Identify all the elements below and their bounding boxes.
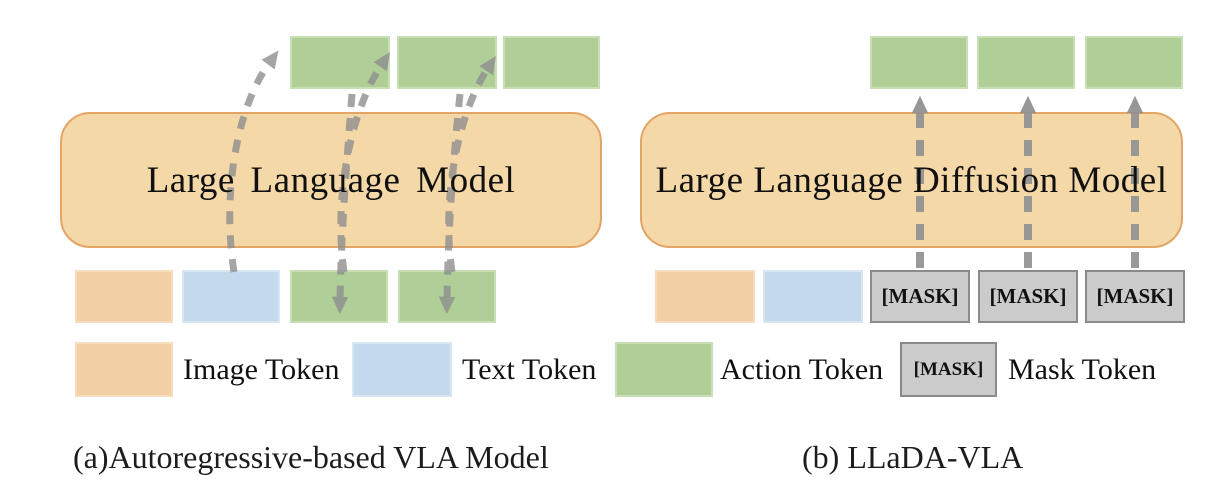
large-language-diffusion-model-box	[640, 112, 1183, 248]
left-output-action-token-3	[503, 36, 600, 89]
caption-autoregressive-vla: (a)Autoregressive-based VLA Model	[73, 439, 549, 475]
mask-token-2-label: [MASK]	[989, 284, 1067, 308]
large-language-model-label: Large Language Model	[146, 159, 516, 201]
legend-swatch-action-token	[615, 342, 713, 397]
legend-swatch-image-token	[75, 342, 173, 397]
legend-label-mask-token: Mask Token	[1008, 353, 1157, 386]
legend-mask-chip-label: [MASK]	[913, 358, 984, 380]
mask-token-2: [MASK]	[978, 270, 1078, 323]
right-output-action-token-2	[977, 36, 1075, 89]
mask-token-3-label: [MASK]	[1096, 284, 1174, 308]
left-input-action-token-2	[398, 270, 496, 323]
left-output-action-token-1	[290, 36, 390, 89]
large-language-model-box	[60, 112, 602, 248]
legend-swatch-text-token	[352, 342, 452, 397]
legend-label-text-token: Text Token	[462, 353, 597, 386]
left-input-action-token-1	[290, 270, 388, 323]
right-output-action-token-3	[1085, 36, 1183, 89]
right-output-action-token-1	[870, 36, 968, 89]
mask-token-1: [MASK]	[870, 270, 970, 323]
mask-token-3: [MASK]	[1085, 270, 1185, 323]
large-language-diffusion-model-label: Large Language Diffusion Model	[655, 159, 1168, 201]
left-input-image-token	[75, 270, 173, 323]
caption-llada-vla: (b) LLaDA-VLA	[802, 439, 1024, 475]
right-input-image-token	[655, 270, 755, 323]
left-input-text-token	[182, 270, 280, 323]
legend-swatch-mask-token: [MASK]	[900, 342, 997, 397]
left-output-action-token-2	[397, 36, 497, 89]
legend-label-image-token: Image Token	[183, 353, 340, 386]
mask-token-1-label: [MASK]	[881, 284, 959, 308]
right-input-text-token	[763, 270, 863, 323]
legend-label-action-token: Action Token	[720, 353, 884, 386]
